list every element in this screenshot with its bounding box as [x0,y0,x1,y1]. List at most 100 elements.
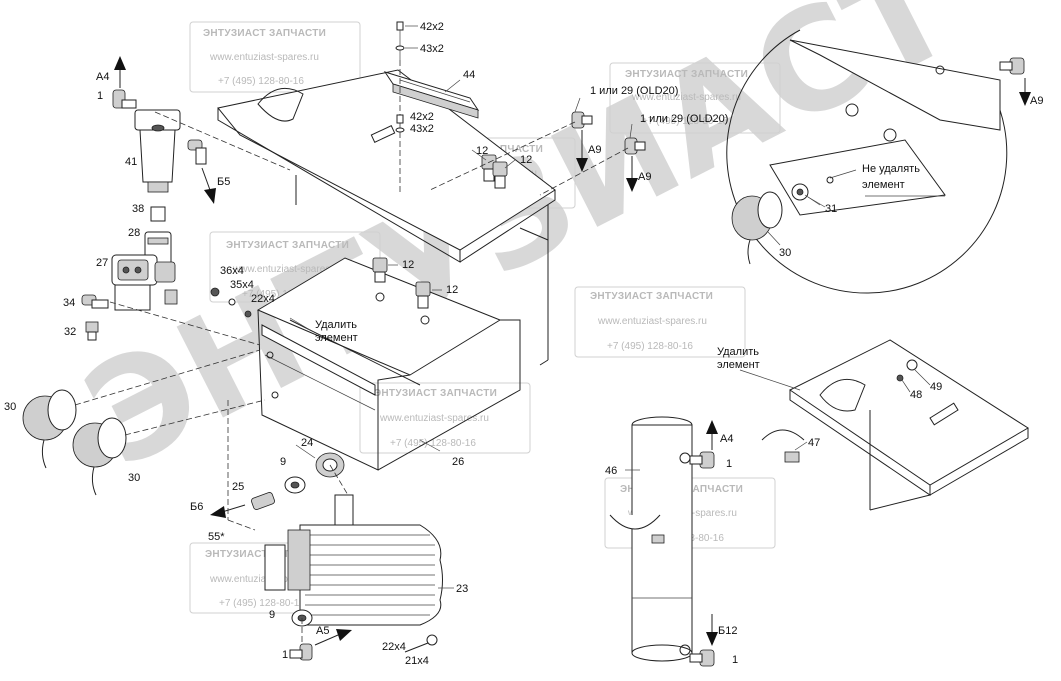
label-remove2-a: Удалить [717,346,759,358]
leader-lines [289,25,931,589]
svg-text:www.entuziast-spares.ru: www.entuziast-spares.ru [379,413,489,424]
elbow-right-a4 [689,451,715,469]
label-remove2-b: элемент [717,359,760,371]
label-42x2-top: 42x2 [420,21,444,33]
arrow-b6 [210,504,246,518]
label-9-b: 9 [269,609,275,621]
label-49: 49 [930,381,942,393]
label-9-a: 9 [280,456,286,468]
label-41: 41 [125,156,137,168]
label-47: 47 [808,437,820,449]
buzzer-30-b [72,417,127,496]
elbow-detail [999,57,1025,75]
nipple-38 [150,206,166,222]
label-1-right-bottom: 1 [732,654,738,666]
filter-41 [134,109,181,193]
screw-21 [404,634,438,653]
clamp-47-bottom [609,514,665,544]
label-remove-a: Удалить [315,319,357,331]
main-frame [256,257,521,471]
svg-text:+7 (495) 128-80-16: +7 (495) 128-80-16 [219,598,305,609]
label-a9-b: A9 [638,171,651,183]
label-38: 38 [132,203,144,215]
svg-text:www.entuziast-spares.ru: www.entuziast-spares.ru [631,92,741,103]
label-44: 44 [463,69,475,81]
elbow-1-bottom [289,643,313,661]
elbow-fitting-b [624,137,646,155]
cable-gland-3 [372,257,388,283]
svg-text:www.entuziast-spares.ru: www.entuziast-spares.ru [597,316,707,327]
watermark-box-3: ЭНТУЗИАСТ ЗАПЧАСТИ www.entuziast-spares.… [609,62,781,134]
label-30-b: 30 [128,472,140,484]
label-30-c: 30 [779,247,791,259]
label-34: 34 [63,297,75,309]
label-12-c: 12 [402,259,414,271]
label-43x2-top: 43x2 [420,43,444,55]
arrow-b12 [706,614,718,646]
label-a9-c: A9 [1030,95,1043,107]
din-rail [383,71,480,119]
arrow-a9-a [576,130,588,172]
svg-text:ЭНТУЗИАСТ ЗАПЧАСТИ: ЭНТУЗИАСТ ЗАПЧАСТИ [203,28,326,39]
elbow-34 [81,294,109,309]
callout-labels: 42x2 43x2 44 42x2 43x2 1 или 29 (OLD20) … [4,21,1043,667]
label-25: 25 [232,481,244,493]
label-b6: Б6 [190,501,203,513]
label-1-top: 1 [97,90,103,102]
elbow-right-b12 [689,649,715,667]
arrow-b5 [201,167,216,204]
buzzer-30-a [22,389,77,469]
label-43x2-mid: 43x2 [410,123,434,135]
svg-text:www.entuziast-spares.ru: www.entuziast-spares.ru [232,264,342,275]
label-42x2-mid: 42x2 [410,111,434,123]
svg-text:ЭНТУЗИАСТ ЗАПЧАСТИ: ЭНТУЗИАСТ ЗАПЧАСТИ [374,388,497,399]
label-a4-top: A4 [96,71,109,83]
screw-top [395,21,405,195]
label-55: 55* [208,531,225,543]
label-32: 32 [64,326,76,338]
elbow-fitting-a [571,111,593,129]
label-12-b: 12 [520,154,532,166]
clamp-47-top [761,429,805,463]
label-1-or-29-b: 1 или 29 (OLD20) [640,113,728,125]
label-27: 27 [96,257,108,269]
screw-36 [210,287,220,297]
label-1-bottom: 1 [282,649,288,661]
nipple-32 [85,321,99,341]
svg-text:www.entuziast-spares.ru: www.entuziast-spares.ru [209,52,319,63]
label-30-a: 30 [4,401,16,413]
fitting-25 [251,492,275,510]
svg-text:+7 (495) 128-80-16: +7 (495) 128-80-16 [390,438,476,449]
elbow-fitting-41 [187,139,207,165]
label-48: 48 [910,389,922,401]
label-24: 24 [301,437,313,449]
label-31: 31 [825,203,837,215]
label-12-a: 12 [476,145,488,157]
arrow-a5 [314,629,352,646]
label-a4-right: A4 [720,433,733,445]
label-28: 28 [128,227,140,239]
label-12-d: 12 [446,284,458,296]
label-keep-b: элемент [862,179,905,191]
cable-gland-4 [415,281,431,309]
svg-text:+7 (495) 128-80-16: +7 (495) 128-80-16 [218,76,304,87]
watermark-box-5: ЭНТУЗИАСТ ЗАПЧАСТИ www.entuziast-spares.… [574,286,746,358]
label-b5: Б5 [217,176,230,188]
label-21x4: 21x4 [405,655,429,667]
label-remove-b: элемент [315,332,358,344]
heat-exchanger-23 [264,494,443,626]
nut-9-top [284,476,306,494]
arrow-a9-b [626,156,638,192]
label-b12: Б12 [718,625,737,637]
arrow-a9-c [1019,78,1031,106]
label-36x4: 36x4 [220,265,244,277]
watermark-box-6: ЭНТУЗИАСТ ЗАПЧАСТИ www.entuziast-spares.… [359,382,531,454]
tank-46 [631,416,693,662]
label-26: 26 [452,456,464,468]
svg-text:ЭНТУЗИАСТ ЗАПЧАСТИ: ЭНТУЗИАСТ ЗАПЧАСТИ [625,69,748,80]
label-35x4: 35x4 [230,279,254,291]
label-a9-a: A9 [588,144,601,156]
nut-22 [244,310,252,318]
label-1-right: 1 [726,458,732,470]
